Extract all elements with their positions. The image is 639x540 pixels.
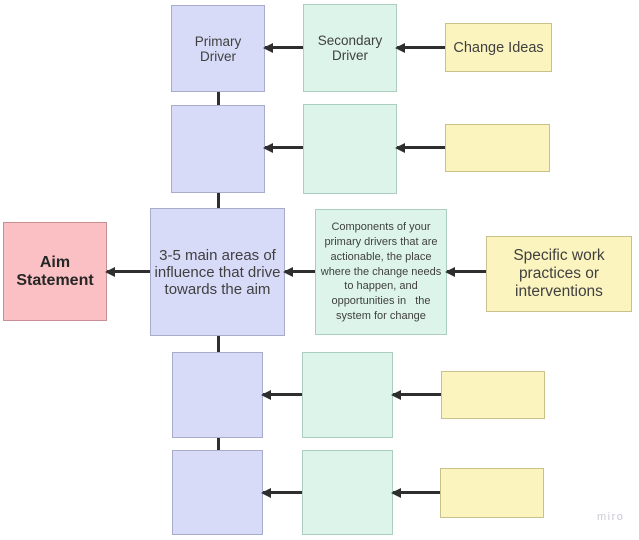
secondary-driver-label: Secondary Driver xyxy=(317,33,383,63)
shape-secondary-driver-empty-3[interactable] xyxy=(302,450,393,535)
shape-components-note[interactable]: Components of your primary drivers that … xyxy=(315,209,447,335)
shape-primary-driver-empty-3[interactable] xyxy=(172,450,263,535)
arrow-secondary-to-primary-row1[interactable] xyxy=(265,46,303,49)
connector-line-primary-1-2[interactable] xyxy=(217,92,220,105)
shape-primary-driver-empty-2[interactable] xyxy=(172,352,263,438)
shape-change-ideas[interactable]: Change Ideas xyxy=(445,23,552,72)
components-note-label: Components of your primary drivers that … xyxy=(320,221,442,323)
change-ideas-label: Change Ideas xyxy=(453,39,544,56)
arrow-components-to-main[interactable] xyxy=(285,270,315,273)
arrow-primary-to-aim[interactable] xyxy=(107,270,150,273)
connector-line-primary-2-3[interactable] xyxy=(217,193,220,208)
arrow-changeideas-to-secondary-row1[interactable] xyxy=(397,46,445,49)
miro-watermark: miro xyxy=(597,511,625,523)
shape-aim-statement[interactable]: Aim Statement xyxy=(3,222,107,321)
arrow-secondary-to-primary-row2[interactable] xyxy=(265,146,303,149)
shape-primary-driver[interactable]: Primary Driver xyxy=(171,5,265,92)
shape-main-areas-of-influence[interactable]: 3-5 main areas of influence that drive t… xyxy=(150,208,285,336)
arrow-secondary-to-primary-row4[interactable] xyxy=(263,393,302,396)
specific-work-label: Specific work practices or interventions xyxy=(513,247,605,300)
connector-line-primary-4-5[interactable] xyxy=(217,438,220,450)
primary-driver-label: Primary Driver xyxy=(194,33,242,64)
connector-line-primary-3-4[interactable] xyxy=(217,336,220,352)
shape-change-idea-empty-2[interactable] xyxy=(441,371,545,419)
arrow-changeideas-to-secondary-row5[interactable] xyxy=(393,491,440,494)
arrow-secondary-to-primary-row5[interactable] xyxy=(263,491,302,494)
shape-change-idea-empty-3[interactable] xyxy=(440,468,544,518)
arrow-changeideas-to-secondary-row2[interactable] xyxy=(397,146,445,149)
aim-statement-label: Aim Statement xyxy=(16,253,94,289)
shape-secondary-driver[interactable]: Secondary Driver xyxy=(303,4,397,92)
shape-specific-work-practices[interactable]: Specific work practices or interventions xyxy=(486,236,632,312)
shape-primary-driver-empty-1[interactable] xyxy=(171,105,265,193)
shape-secondary-driver-empty-1[interactable] xyxy=(303,104,397,194)
arrow-specific-to-components[interactable] xyxy=(447,270,486,273)
main-areas-label: 3-5 main areas of influence that drive t… xyxy=(154,246,281,298)
arrow-changeideas-to-secondary-row4[interactable] xyxy=(393,393,441,396)
shape-secondary-driver-empty-2[interactable] xyxy=(302,352,393,438)
shape-change-idea-empty-1[interactable] xyxy=(445,124,550,172)
